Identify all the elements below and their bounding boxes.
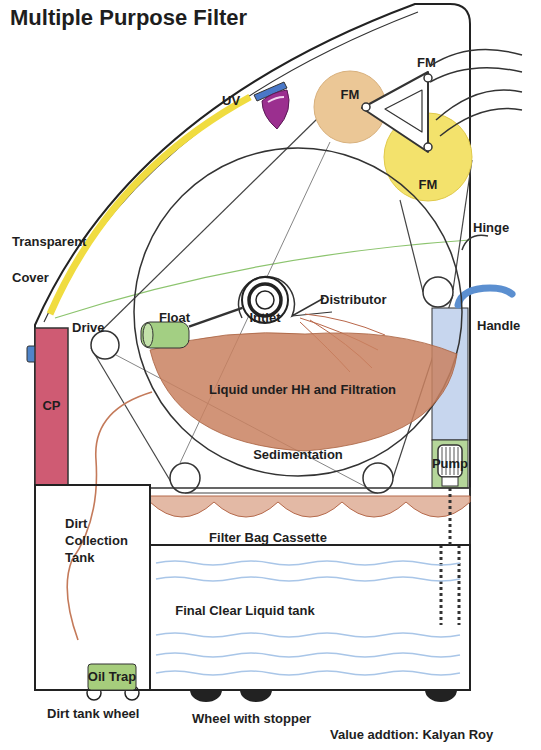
- band-outline: [150, 488, 470, 545]
- clear-liquid-wave: [156, 633, 460, 637]
- clear-liquid-tank: Final Clear Liquid tank: [150, 545, 470, 690]
- pivot-pin: [362, 103, 370, 111]
- uv-lamp-cone: [262, 90, 289, 129]
- handle-grip: [458, 288, 512, 305]
- node-text: Oil Trap: [80, 669, 144, 684]
- node-outline: [35, 485, 150, 690]
- roller-bracket: [362, 72, 428, 152]
- float-rod: [189, 308, 242, 327]
- lever-arm: [430, 50, 522, 66]
- lever-arm: [430, 68, 522, 82]
- node-outline: [314, 71, 386, 143]
- belt-line: [92, 118, 318, 340]
- pump-base: [442, 477, 458, 486]
- roller-bracket-inner: [385, 90, 422, 132]
- float-end: [143, 323, 153, 347]
- panel-fill: [35, 328, 68, 485]
- filter-drum: SedimentationFloatIntletLiquid under HH …: [133, 147, 463, 477]
- tank-outline: [35, 485, 150, 690]
- pivot-pin: [424, 143, 432, 151]
- clear-liquid-wave: [156, 561, 460, 565]
- roller-disc: [314, 71, 386, 143]
- node-outline: [141, 322, 189, 348]
- clear-liquid-wave: [156, 577, 460, 581]
- drum-outline: [134, 148, 462, 476]
- node-text: Dirt Collection Tank: [65, 515, 137, 566]
- drive-pulley: [91, 331, 119, 359]
- node-text: CP: [35, 398, 68, 413]
- main-wheel: [190, 690, 222, 702]
- node-text: Final Clear Liquid tank: [150, 603, 340, 618]
- float-body: Float: [141, 322, 189, 348]
- lever-arm: [436, 90, 522, 120]
- part-label: Wheel with stopper: [192, 711, 311, 726]
- fm-roller: FM: [384, 113, 472, 201]
- liquid-body: Liquid under HH and Filtration: [145, 328, 460, 453]
- filter-bags: [150, 496, 470, 517]
- transparent-cover: [50, 97, 250, 314]
- node-text: FM: [384, 177, 472, 192]
- tank-outline: [150, 545, 470, 690]
- float-cylinder: [141, 322, 189, 348]
- inlet-core: [256, 291, 274, 309]
- part-label: Hinge: [473, 220, 509, 235]
- housing-outline: [35, 4, 470, 690]
- node-text: Pump: [428, 456, 472, 471]
- part-label: FM: [417, 55, 436, 70]
- dirt-tank: Dirt Collection TankOil Trap: [35, 485, 150, 690]
- suction-pipe: [458, 545, 461, 625]
- uv-highlight: [268, 97, 284, 102]
- node-text: Liquid under HH and Filtration: [145, 382, 460, 397]
- node-text: FM: [314, 87, 386, 102]
- roller-disc: [384, 113, 472, 201]
- control-panel: CP: [35, 328, 68, 485]
- part-label: Distributor: [320, 292, 386, 307]
- part-label: Transparent Cover: [12, 224, 94, 296]
- hinge-mark: [462, 235, 488, 250]
- node-text: Filter Bag Cassette: [150, 530, 386, 545]
- filter-bag-band: Filter Bag Cassette: [150, 488, 470, 545]
- clear-liquid-wave: [156, 653, 460, 657]
- suction-pipe: [440, 545, 443, 625]
- pump-pipe: [449, 488, 452, 545]
- main-wheel: [425, 690, 457, 702]
- distributor-lip: [292, 312, 332, 316]
- node-text: Float: [159, 310, 203, 325]
- fm-roller: FM: [314, 71, 386, 143]
- part-label: Dirt tank wheel: [47, 706, 139, 721]
- clear-liquid-wave: [156, 671, 460, 675]
- pump-box: Pump: [432, 440, 468, 488]
- main-wheel: [240, 690, 272, 702]
- belt-line: [185, 492, 378, 493]
- idler-pulley: [423, 277, 453, 307]
- pivot-pin: [424, 74, 432, 82]
- part-label: Drive: [72, 320, 105, 335]
- diagram-title: Multiple Purpose Filter: [10, 5, 247, 31]
- part-label: UV: [222, 93, 240, 108]
- lever-arm: [440, 108, 522, 136]
- cover-inner-edge: [44, 12, 418, 322]
- inlet-ring: Intlet: [241, 276, 289, 324]
- belt-line: [400, 200, 423, 292]
- oil-trap: Oil Trap: [88, 664, 136, 690]
- part-label: Handle: [477, 318, 520, 333]
- node-text: Intlet: [235, 310, 295, 325]
- credit-note: Value addtion: Kalyan Roy: [330, 727, 493, 742]
